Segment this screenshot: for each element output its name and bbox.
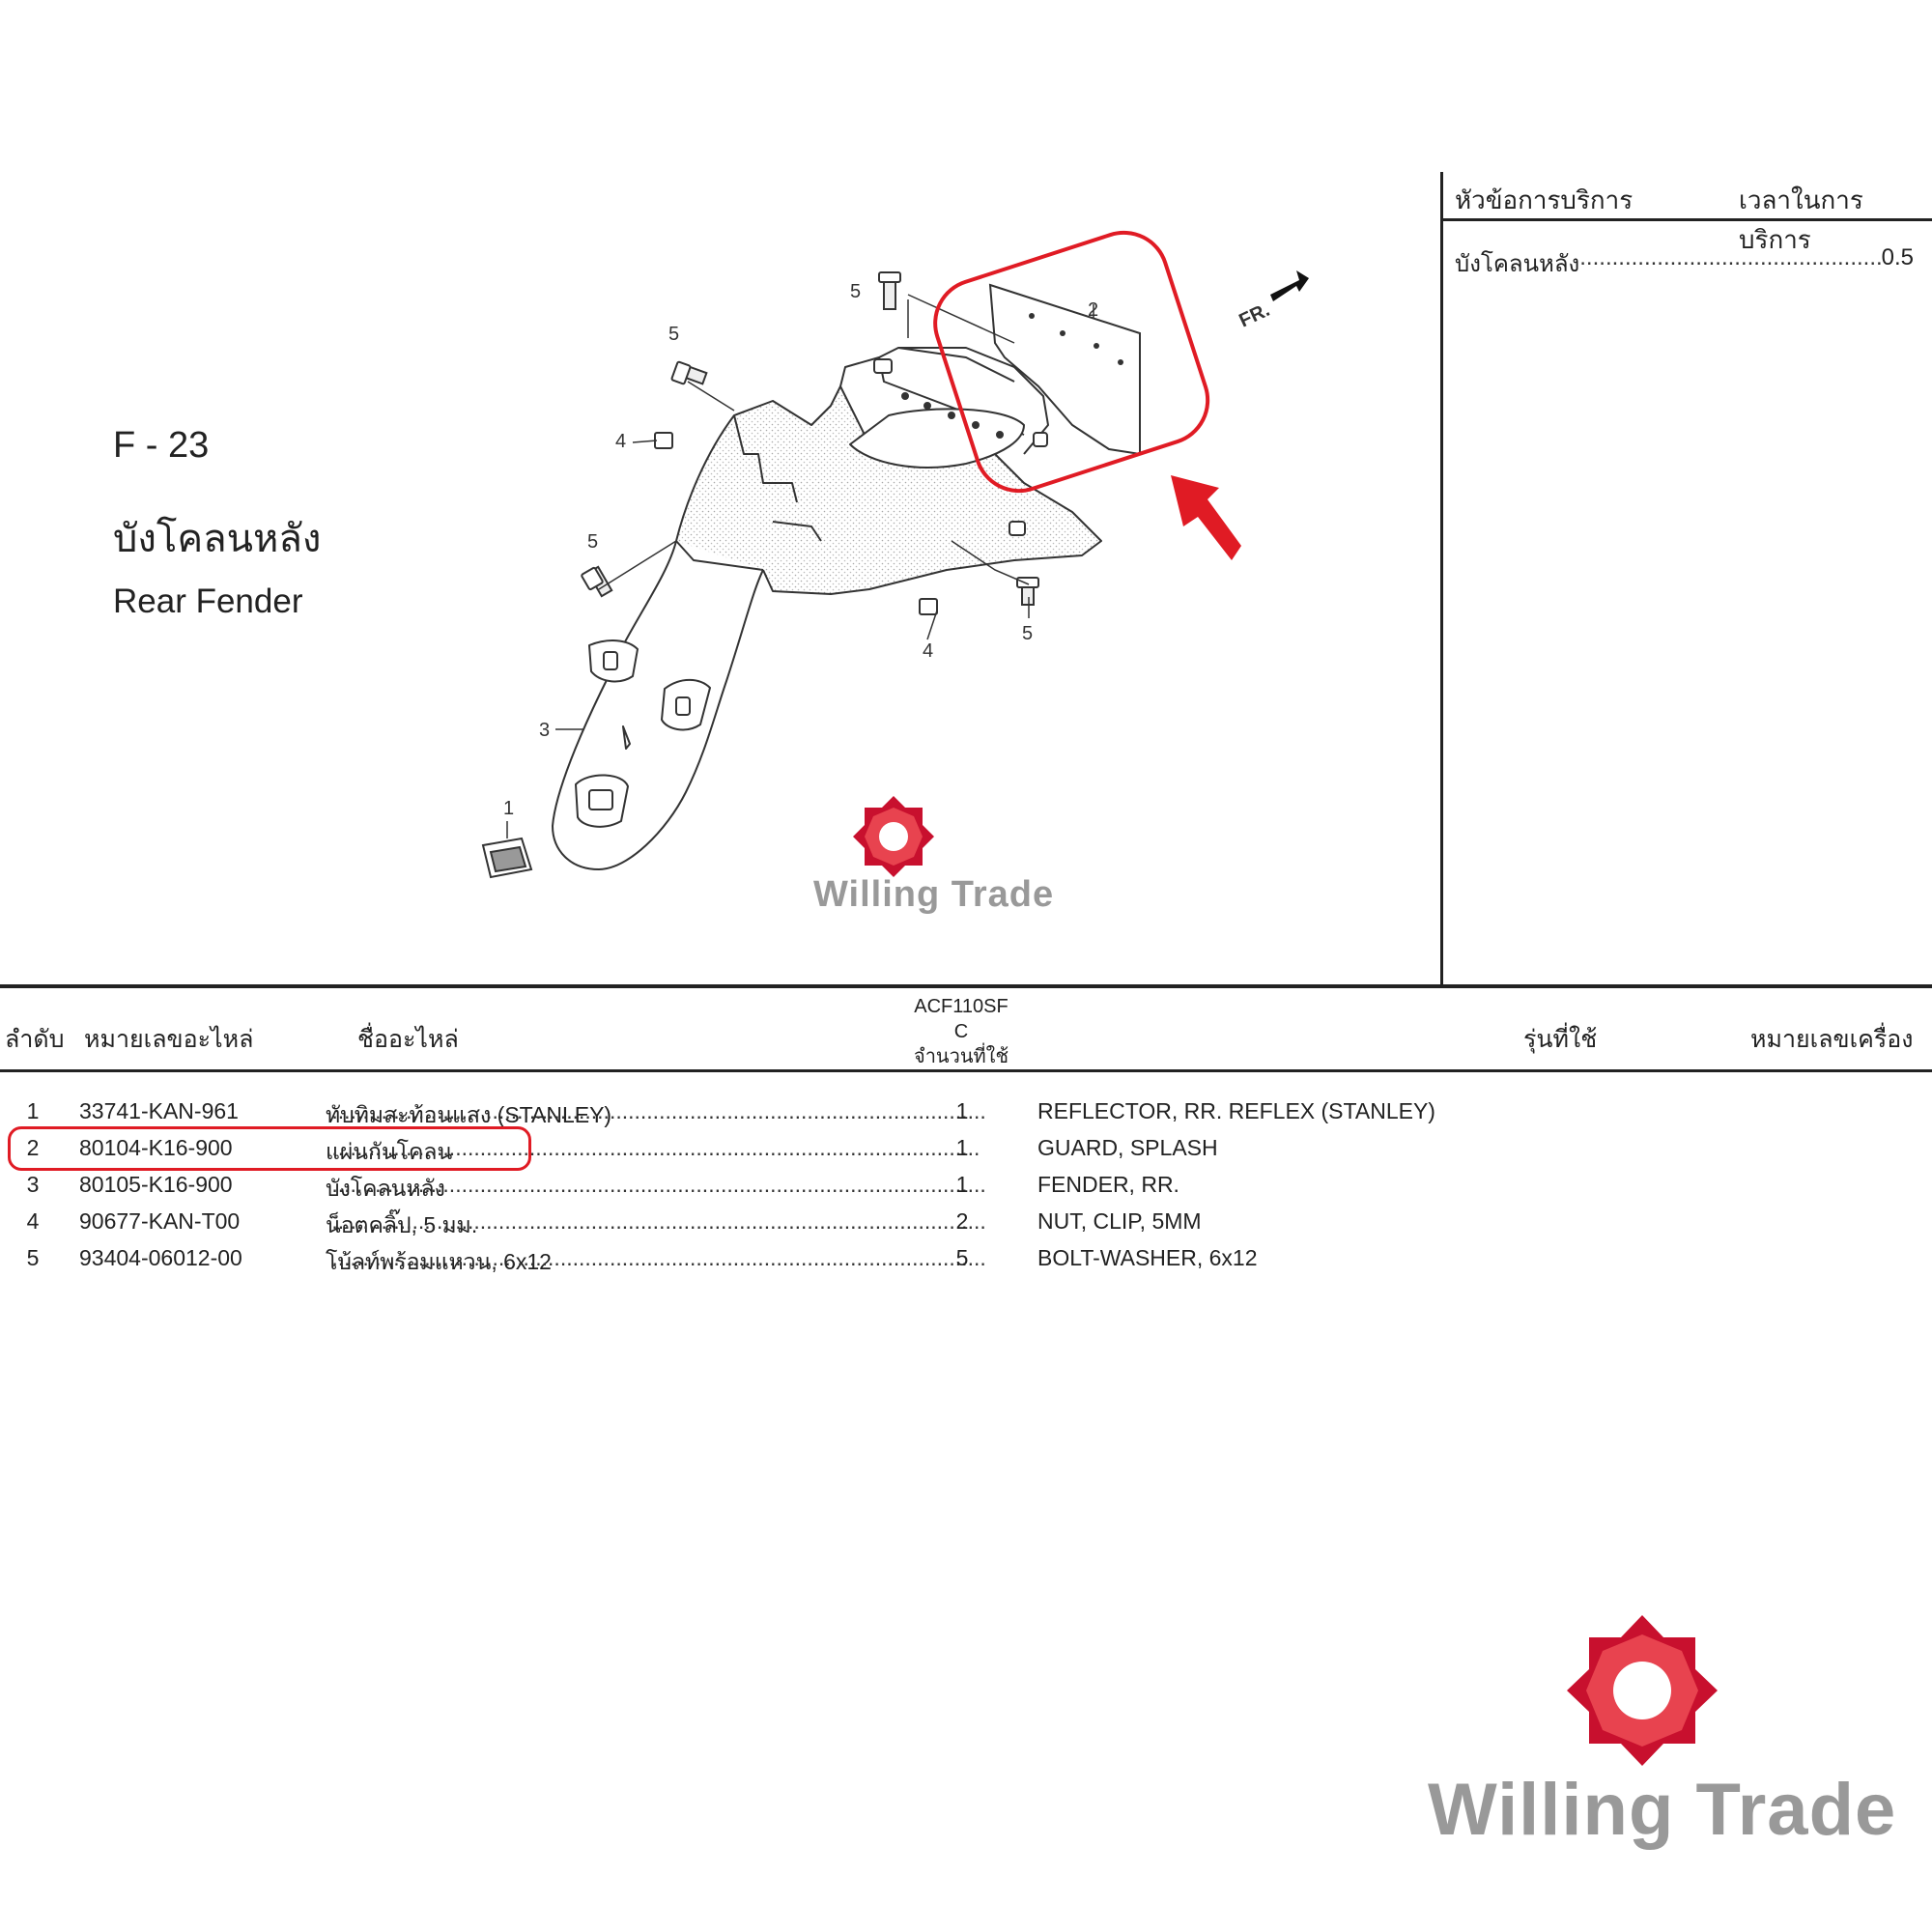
row-no: 2	[26, 1135, 40, 1160]
splash-guard-highlight	[933, 230, 1210, 494]
row-name-english: GUARD, SPLASH	[1037, 1135, 1218, 1160]
table-row: 2 80104-K16-900 แผ่นกันโคลน.............…	[0, 1135, 1932, 1172]
svg-text:FR.: FR.	[1236, 299, 1272, 332]
col-header-engine-no: หมายเลขเครื่อง	[1750, 1026, 1914, 1053]
row-no: 3	[26, 1172, 40, 1197]
callout-bolt-top: 5	[850, 281, 861, 302]
row-no: 4	[26, 1208, 40, 1234]
diagram-code: F - 23	[113, 425, 210, 466]
bolt-parts	[581, 271, 1039, 606]
service-row-time: 0.5	[1881, 244, 1914, 270]
row-name-english: FENDER, RR.	[1037, 1172, 1179, 1197]
col-header-part-no: หมายเลขอะไหล่	[84, 1026, 254, 1053]
row-part-no: 33741-KAN-961	[79, 1098, 239, 1123]
row-name-english: NUT, CLIP, 5MM	[1037, 1208, 1202, 1234]
service-row-label: บังโคลนหลัง	[1455, 251, 1580, 277]
rear-fender-part	[552, 540, 764, 870]
row-part-no: 80105-K16-900	[79, 1172, 233, 1197]
service-topic-header: หัวข้อการบริการ	[1455, 185, 1634, 214]
row-qty: 1	[955, 1135, 969, 1160]
row-qty: 1	[955, 1098, 969, 1123]
qty-header: จำนวนที่ใช้	[913, 1046, 1009, 1067]
col-header-no: ลำดับ	[5, 1026, 65, 1053]
table-top-rule	[0, 984, 1932, 988]
watermark-small: Willing Trade	[813, 874, 1055, 915]
col-header-model: ACF110SF C จำนวนที่ใช้	[903, 994, 1019, 1069]
row-qty: 2	[955, 1208, 969, 1234]
model-code: ACF110SF	[914, 996, 1009, 1017]
row-name-english: REFLECTOR, RR. REFLEX (STANLEY)	[1037, 1098, 1435, 1123]
model-variant: C	[953, 1021, 969, 1042]
logo-mark-large-icon	[1567, 1615, 1718, 1766]
row-part-no: 93404-06012-00	[79, 1245, 242, 1270]
row-qty: 1	[955, 1172, 969, 1197]
row-no: 5	[26, 1245, 40, 1270]
row-part-no: 80104-K16-900	[79, 1135, 233, 1160]
dot-leader: ........................................…	[326, 1135, 980, 1160]
dot-leader: ........................................…	[1579, 244, 1881, 270]
splash-guard-part	[988, 283, 1141, 456]
service-panel-divider	[1440, 172, 1443, 985]
callout-clip-left: 4	[615, 431, 626, 452]
red-pointer-arrow-icon	[1171, 475, 1241, 560]
callout-bolt-mid: 5	[587, 531, 598, 553]
table-row: 4 90677-KAN-T00 น็อตคลิ๊ป, 5 มม. .......…	[0, 1208, 1932, 1245]
row-name-english: BOLT-WASHER, 6x12	[1037, 1245, 1258, 1270]
service-time-header: เวลาในการบริการ	[1739, 185, 1863, 254]
front-direction-indicator: FR.	[1236, 270, 1309, 331]
leader-lines	[506, 294, 1094, 838]
row-name-text: ทับทิมสะท้อนแสง (STANLEY)	[326, 1102, 612, 1127]
table-row: 3 80105-K16-900 บังโคลนหลัง ............…	[0, 1172, 1932, 1208]
row-name-text: บังโคลนหลัง	[326, 1176, 445, 1201]
table-row: 1 33741-KAN-961 ทับทิมสะท้อนแสง (STANLEY…	[0, 1098, 1932, 1135]
row-name-text: น็อตคลิ๊ป, 5 มม.	[326, 1212, 478, 1237]
clip-nut-parts	[654, 432, 938, 615]
callout-clip-right: 4	[923, 640, 933, 662]
fender-housing	[675, 347, 1102, 595]
service-row: บังโคลนหลัง ............................…	[1455, 244, 1914, 282]
col-header-models: รุ่นที่ใช้	[1523, 1026, 1598, 1053]
table-header-rule	[0, 1069, 1932, 1072]
row-qty: 5	[955, 1245, 969, 1270]
callout-bolt-right: 5	[1022, 623, 1033, 644]
row-name-text: แผ่นกันโคลน	[326, 1139, 453, 1164]
front-arrow-icon	[1270, 270, 1309, 301]
reflector-part	[481, 837, 533, 879]
callout-reflector: 1	[503, 798, 514, 819]
page-title-english: Rear Fender	[113, 582, 303, 620]
watermark-large: Willing Trade	[1428, 1769, 1897, 1851]
table-row: 5 93404-06012-00 โบ้ลท์พร้อมแหวน, 6x12 .…	[0, 1245, 1932, 1282]
row-name-text: โบ้ลท์พร้อมแหวน, 6x12	[326, 1249, 552, 1274]
dot-leader: ........................................…	[326, 1098, 986, 1123]
dot-leader: ........................................…	[326, 1245, 986, 1270]
page-title-thai: บังโคลนหลัง	[113, 518, 322, 560]
dot-leader: ........................................…	[326, 1208, 986, 1234]
dot-leader: ........................................…	[326, 1172, 986, 1197]
row-part-no: 90677-KAN-T00	[79, 1208, 241, 1234]
row-no: 1	[26, 1098, 40, 1123]
service-header-rule	[1442, 218, 1932, 221]
callout-splash-guard: 2	[1088, 299, 1098, 321]
row-highlight-splash-guard	[8, 1126, 531, 1171]
callout-bolt-left: 5	[668, 324, 679, 345]
exploded-parts-diagram: 5 5 4 5 4 5 3 1 2 FR.	[481, 230, 1309, 879]
col-header-name: ชื่ออะไหล่	[357, 1026, 459, 1053]
logo-mark-small-icon	[853, 796, 934, 877]
callout-fender: 3	[539, 720, 550, 741]
